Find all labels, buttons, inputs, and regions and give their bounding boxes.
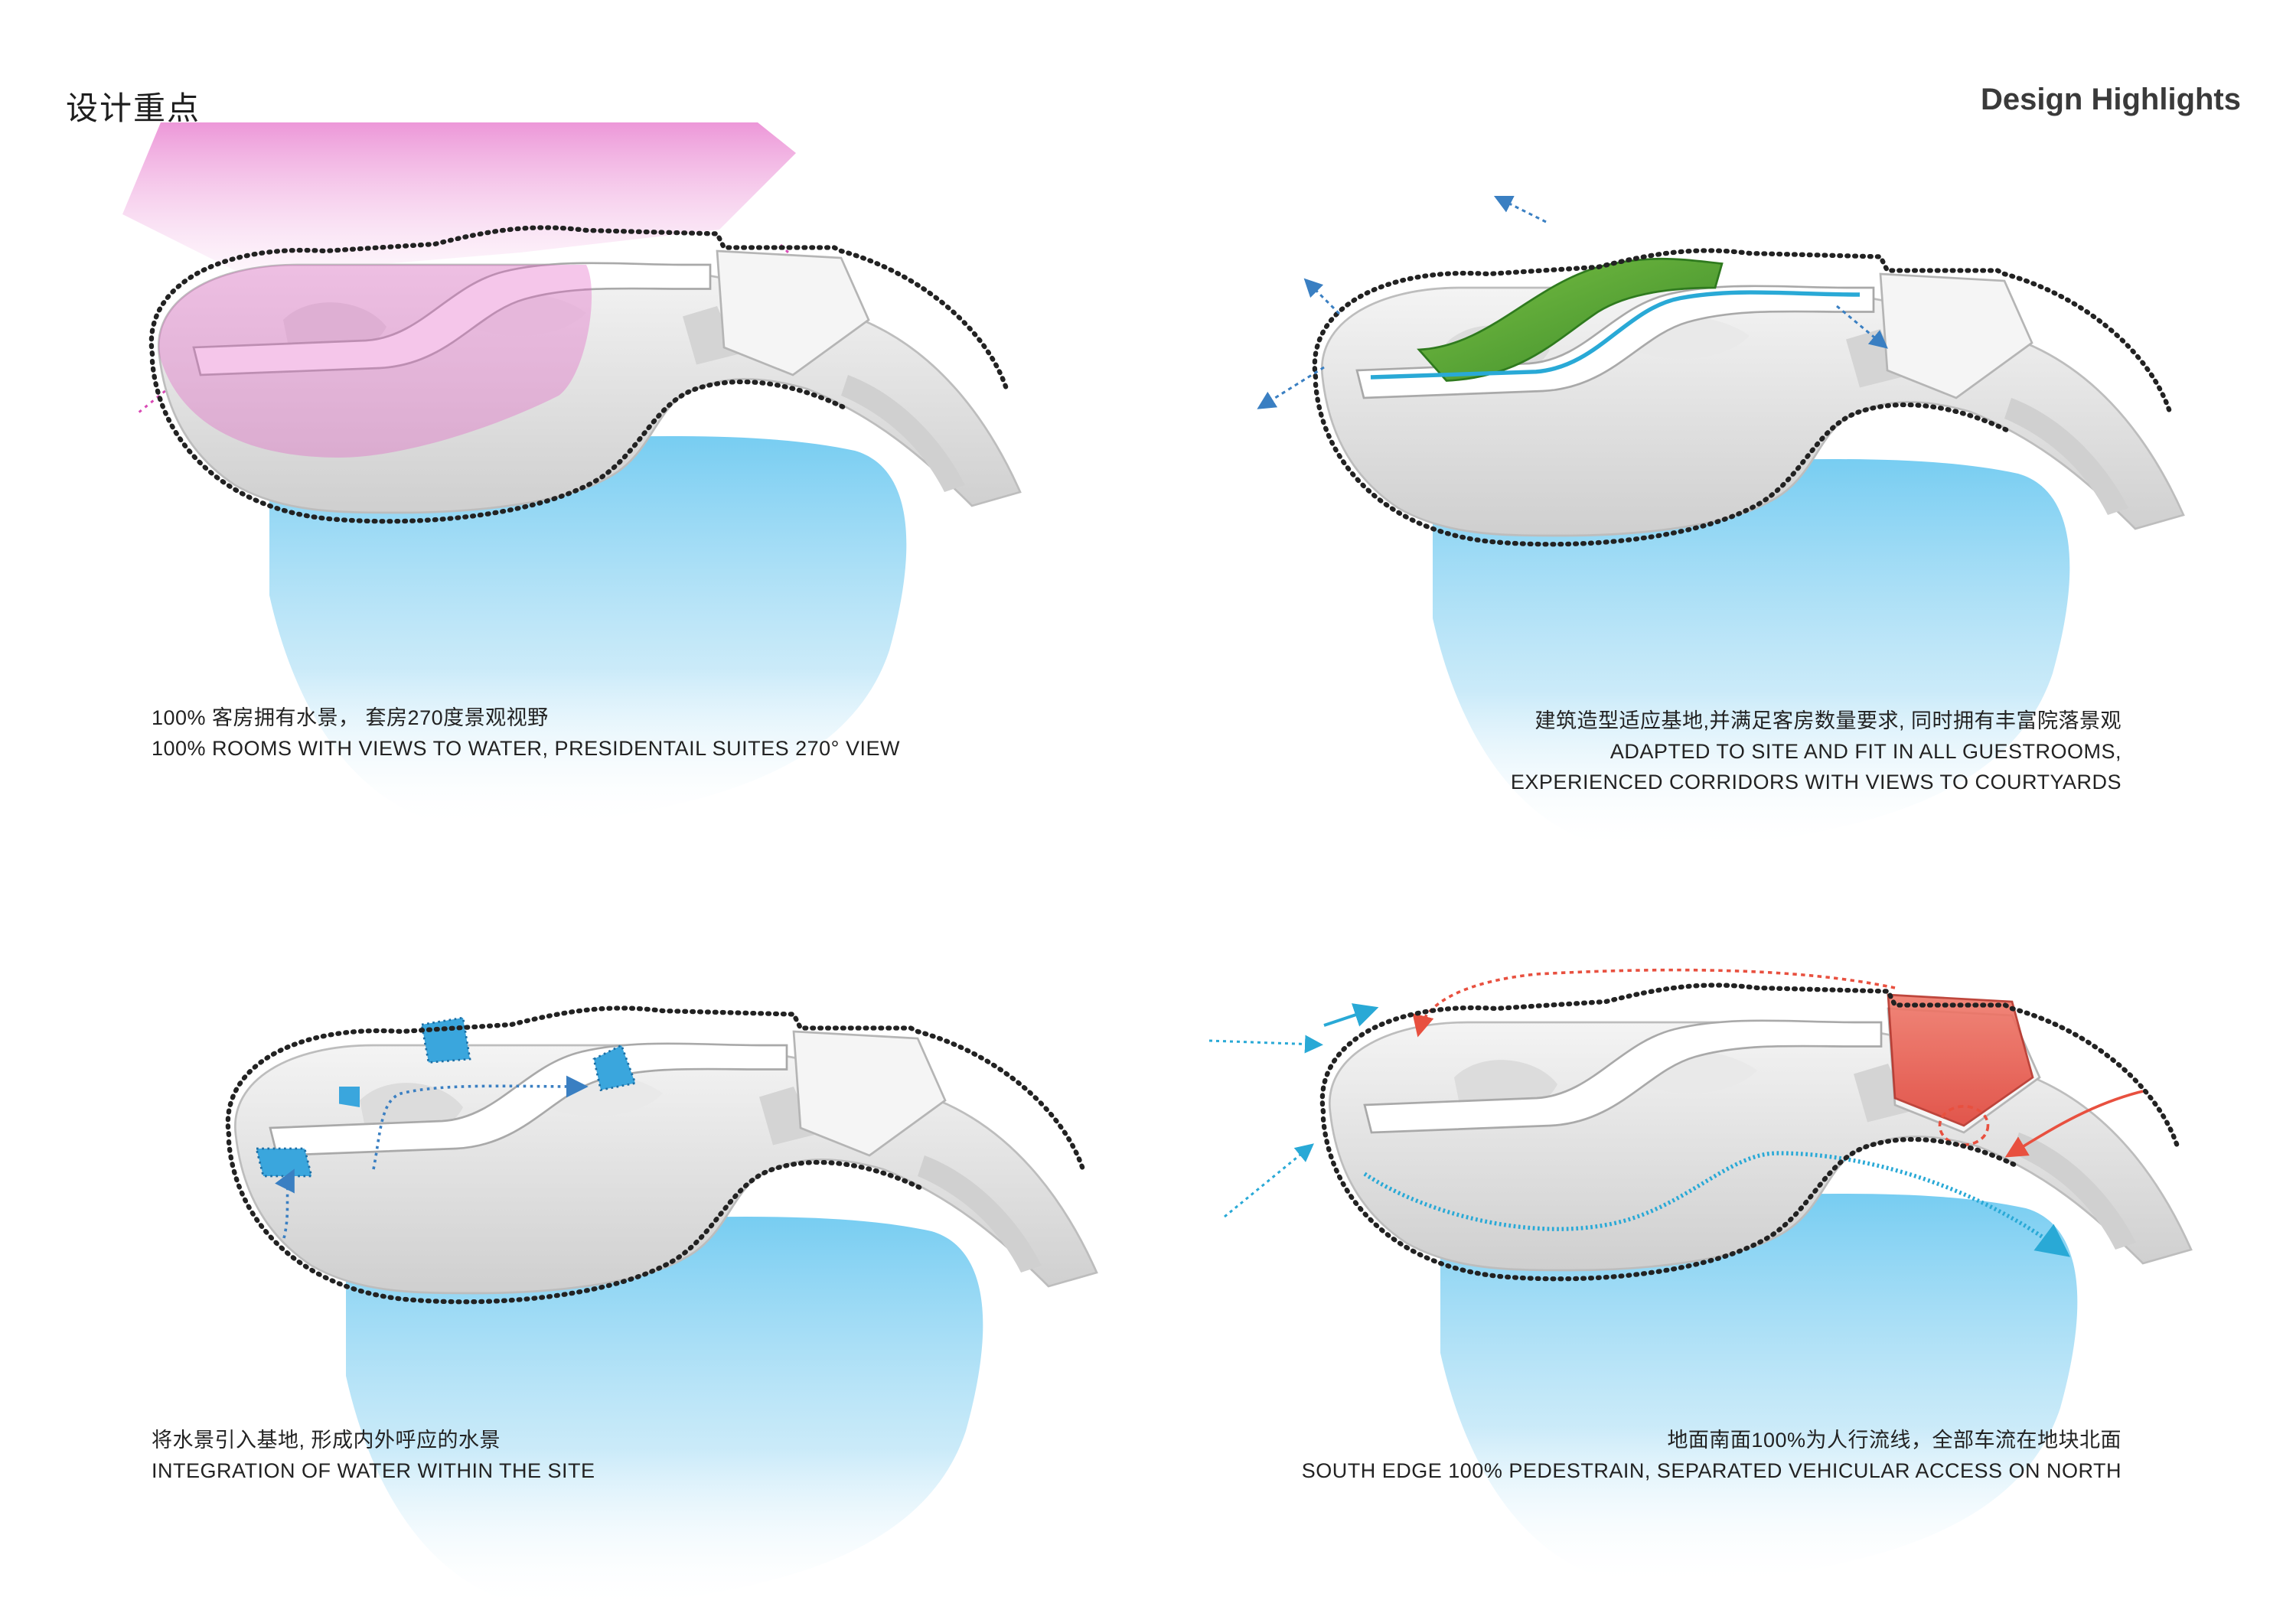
caption-en: SOUTH EDGE 100% PEDESTRAIN, SEPARATED VE… xyxy=(1301,1459,2122,1482)
caption-cn: 100% 客房拥有水景， 套房270度景观视野 xyxy=(152,706,549,729)
diagram-site-adaptation xyxy=(1257,195,2185,854)
diagram-circulation xyxy=(1208,968,2193,1589)
caption-cn: 地面南面100%为人行流线，全部车流在地块北面 xyxy=(1667,1429,2122,1452)
page-title-en: Design Highlights xyxy=(1981,83,2241,116)
diagram-water-views xyxy=(122,122,1022,831)
caption-site-adaptation: 建筑造型适应基地,并满足客房数量要求, 同时拥有丰富院落景观 ADAPTED T… xyxy=(1511,706,2122,797)
caption-water-integration: 将水景引入基地, 形成内外呼应的水景 INTEGRATION OF WATER … xyxy=(152,1425,595,1486)
caption-cn: 将水景引入基地, 形成内外呼应的水景 xyxy=(152,1429,501,1452)
caption-cn: 建筑造型适应基地,并满足客房数量要求, 同时拥有丰富院落景观 xyxy=(1534,709,2122,732)
caption-en: INTEGRATION OF WATER WITHIN THE SITE xyxy=(152,1459,595,1482)
page-title-cn: 设计重点 xyxy=(66,90,201,126)
caption-en-line1: ADAPTED TO SITE AND FIT IN ALL GUESTROOM… xyxy=(1609,740,2122,763)
diagram-water-integration xyxy=(153,949,1098,1612)
caption-en-line2: EXPERIENCED CORRIDORS WITH VIEWS TO COUR… xyxy=(1510,771,2122,794)
caption-en: 100% ROOMS WITH VIEWS TO WATER, PRESIDEN… xyxy=(152,737,900,760)
caption-water-views: 100% 客房拥有水景， 套房270度景观视野 100% ROOMS WITH … xyxy=(152,702,900,764)
caption-circulation: 地面南面100%为人行流线，全部车流在地块北面 SOUTH EDGE 100% … xyxy=(1302,1425,2122,1486)
